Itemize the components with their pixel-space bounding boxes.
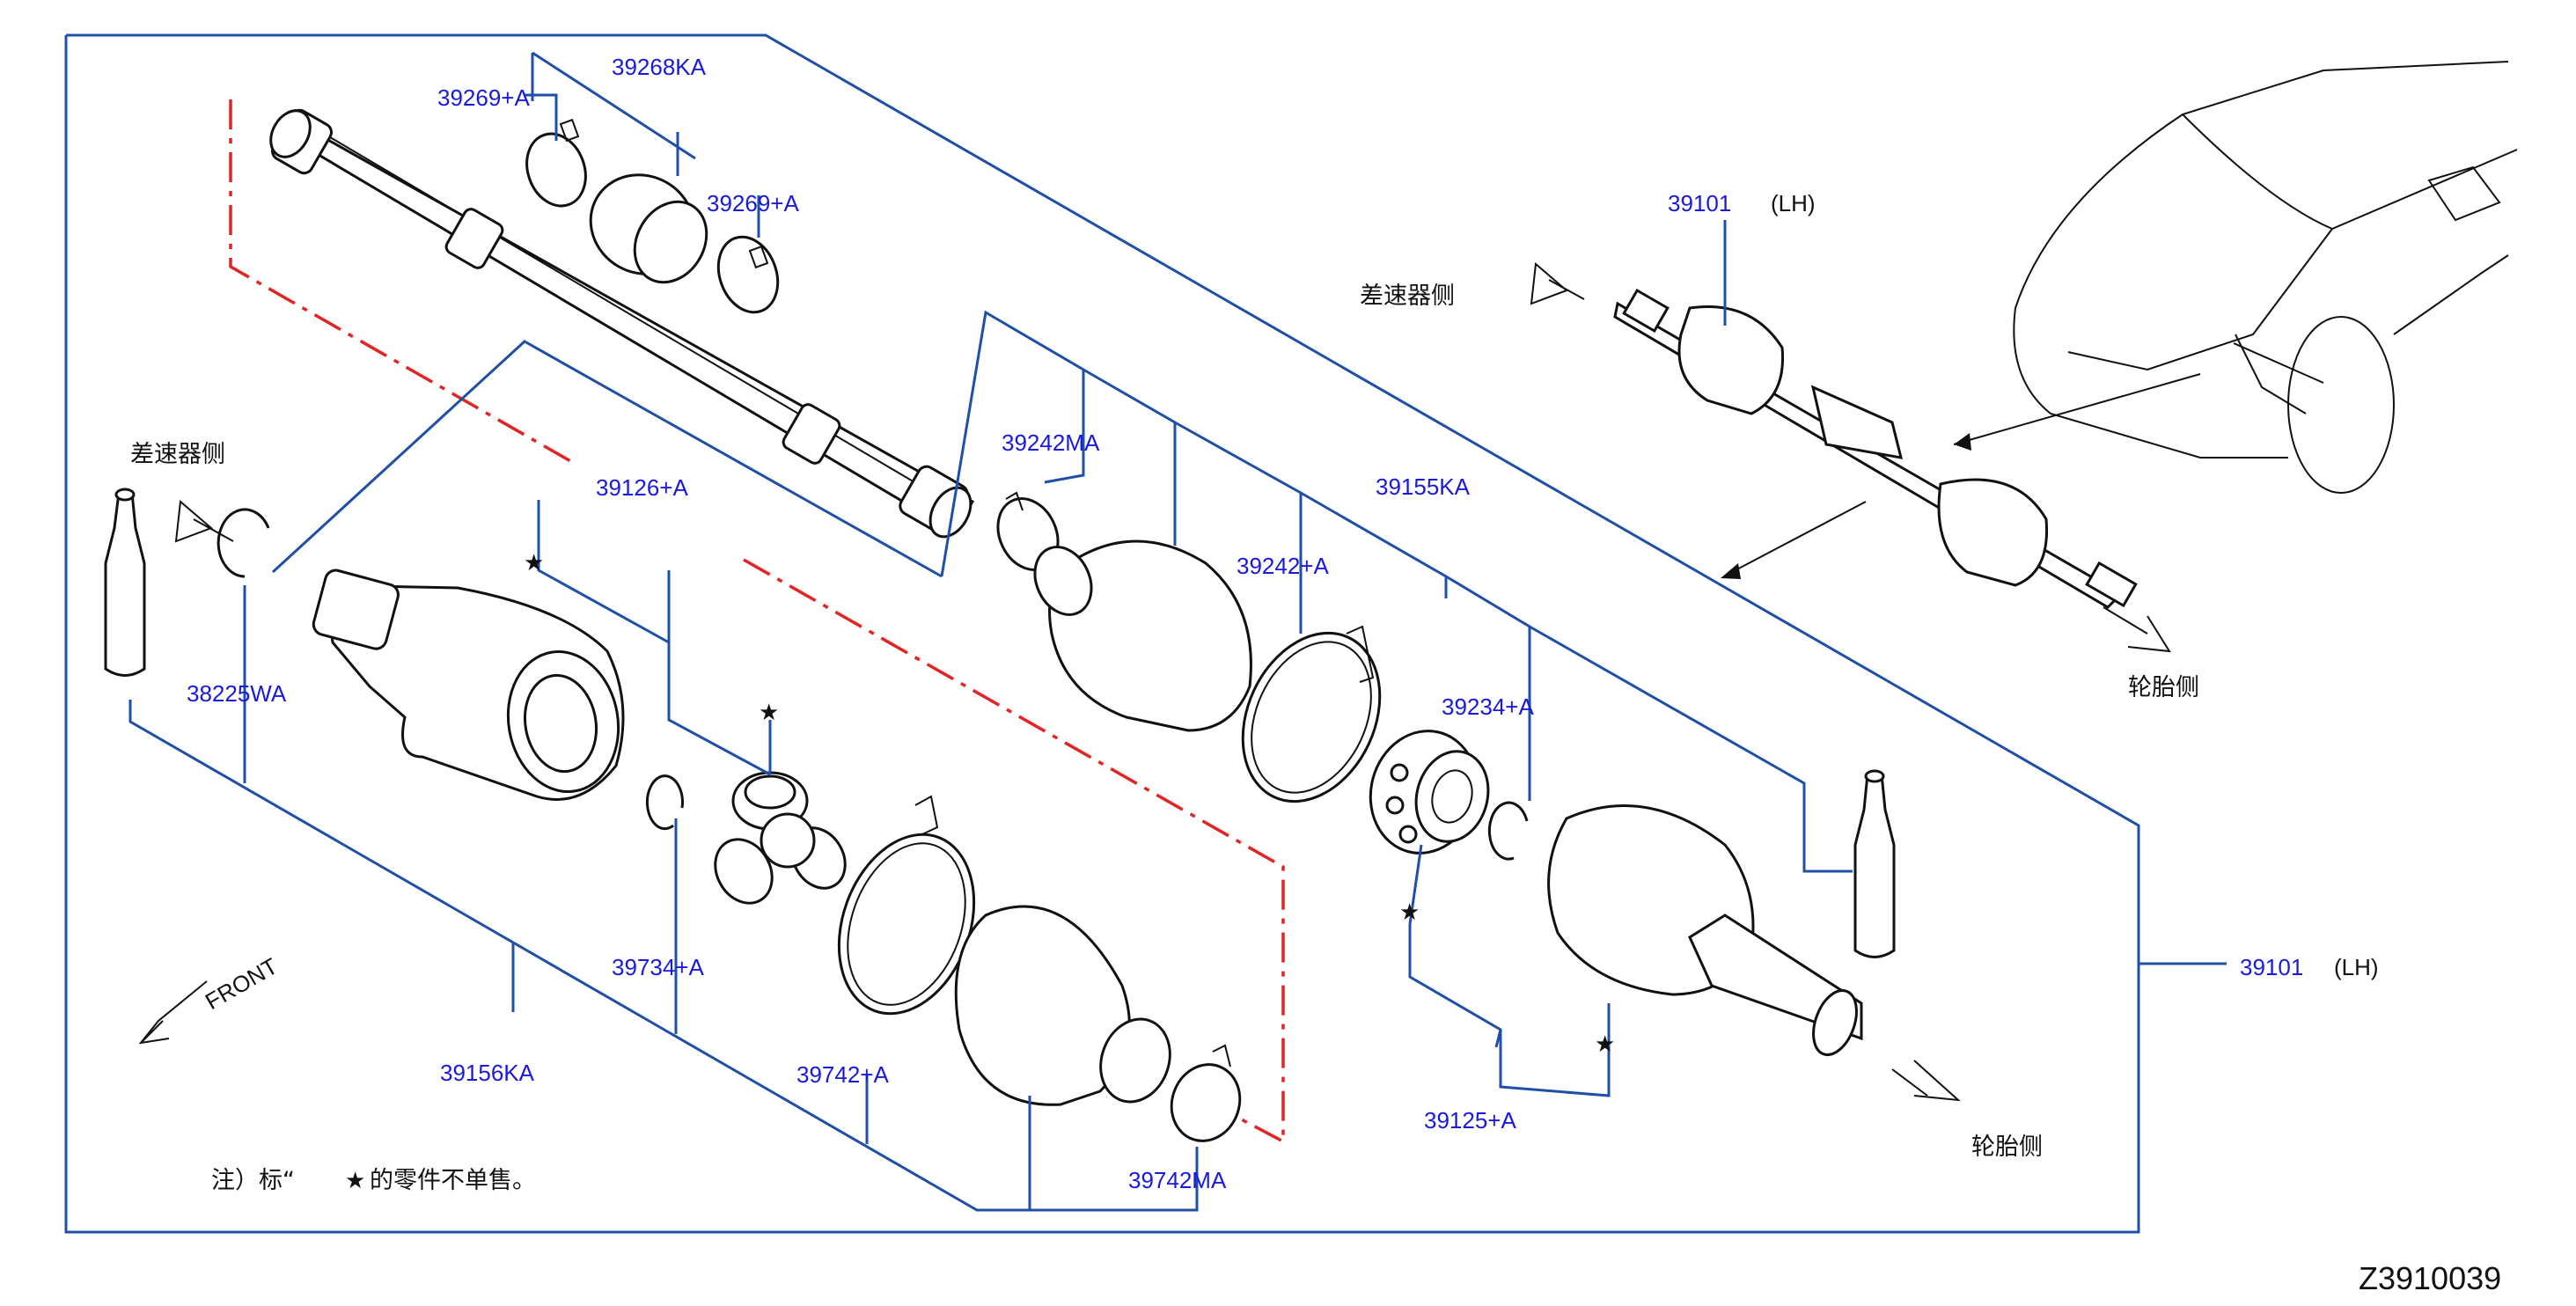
boot-kit-39268KA <box>525 118 780 314</box>
shaft-drawing <box>269 108 975 539</box>
leader-lines <box>128 51 2227 1212</box>
label-39156KA: 39156KA <box>440 1060 535 1086</box>
note-star: ★ <box>345 1167 365 1193</box>
label-39269A-top: 39269+A <box>437 84 530 111</box>
label-39155KA: 39155KA <box>1376 473 1471 500</box>
label-tire-side-inset: 轮胎侧 <box>2128 674 2199 701</box>
label-39734A: 39734+A <box>612 954 704 980</box>
label-tire-side-main: 轮胎侧 <box>1971 1134 2043 1161</box>
label-39268KA: 39268KA <box>612 54 707 80</box>
inset-assembly-drawing <box>1613 288 2138 609</box>
inner-joint-drawing <box>104 488 847 905</box>
note-prefix: 注）标“ <box>211 1167 295 1194</box>
diagram-code: Z3910039 <box>2359 1260 2501 1296</box>
label-38225WA: 38225WA <box>187 680 287 707</box>
direction-arrows <box>138 262 2171 1102</box>
label-39126A: 39126+A <box>596 474 688 501</box>
note-suffix: 的零件不单售。 <box>370 1167 536 1194</box>
front-label: FRONT <box>201 952 283 1015</box>
label-39234A: 39234+A <box>1442 693 1534 720</box>
label-39125A: 39125+A <box>1424 1107 1516 1134</box>
outboard-joint-drawing <box>996 491 1896 1056</box>
label-diff-side-left: 差速器侧 <box>130 441 225 468</box>
inboard-boot-drawing <box>837 795 1242 1142</box>
assembly-frame <box>64 33 2140 1234</box>
label-39242MA: 39242MA <box>1002 429 1100 456</box>
label-39101-main: 39101 <box>2240 954 2303 980</box>
label-39269A-mid: 39269+A <box>707 190 799 216</box>
label-lh-main: (LH) <box>2334 954 2379 980</box>
reference-line-shaft <box>229 99 573 464</box>
label-diff-side-top: 差速器侧 <box>1360 282 1455 310</box>
label-39742A: 39742+A <box>796 1061 889 1088</box>
car-silhouette-drawing <box>1953 61 2518 494</box>
star-marker-1: ★ <box>524 549 544 576</box>
label-lh-inset: (LH) <box>1771 190 1816 216</box>
star-marker-2: ★ <box>759 699 779 725</box>
reference-line-joint <box>743 558 1285 1144</box>
star-marker-3: ★ <box>1399 899 1420 925</box>
label-39742MA: 39742MA <box>1128 1167 1227 1193</box>
label-39101-inset: 39101 <box>1668 190 1731 216</box>
star-marker-4: ★ <box>1595 1031 1615 1057</box>
label-39242A: 39242+A <box>1237 553 1329 579</box>
